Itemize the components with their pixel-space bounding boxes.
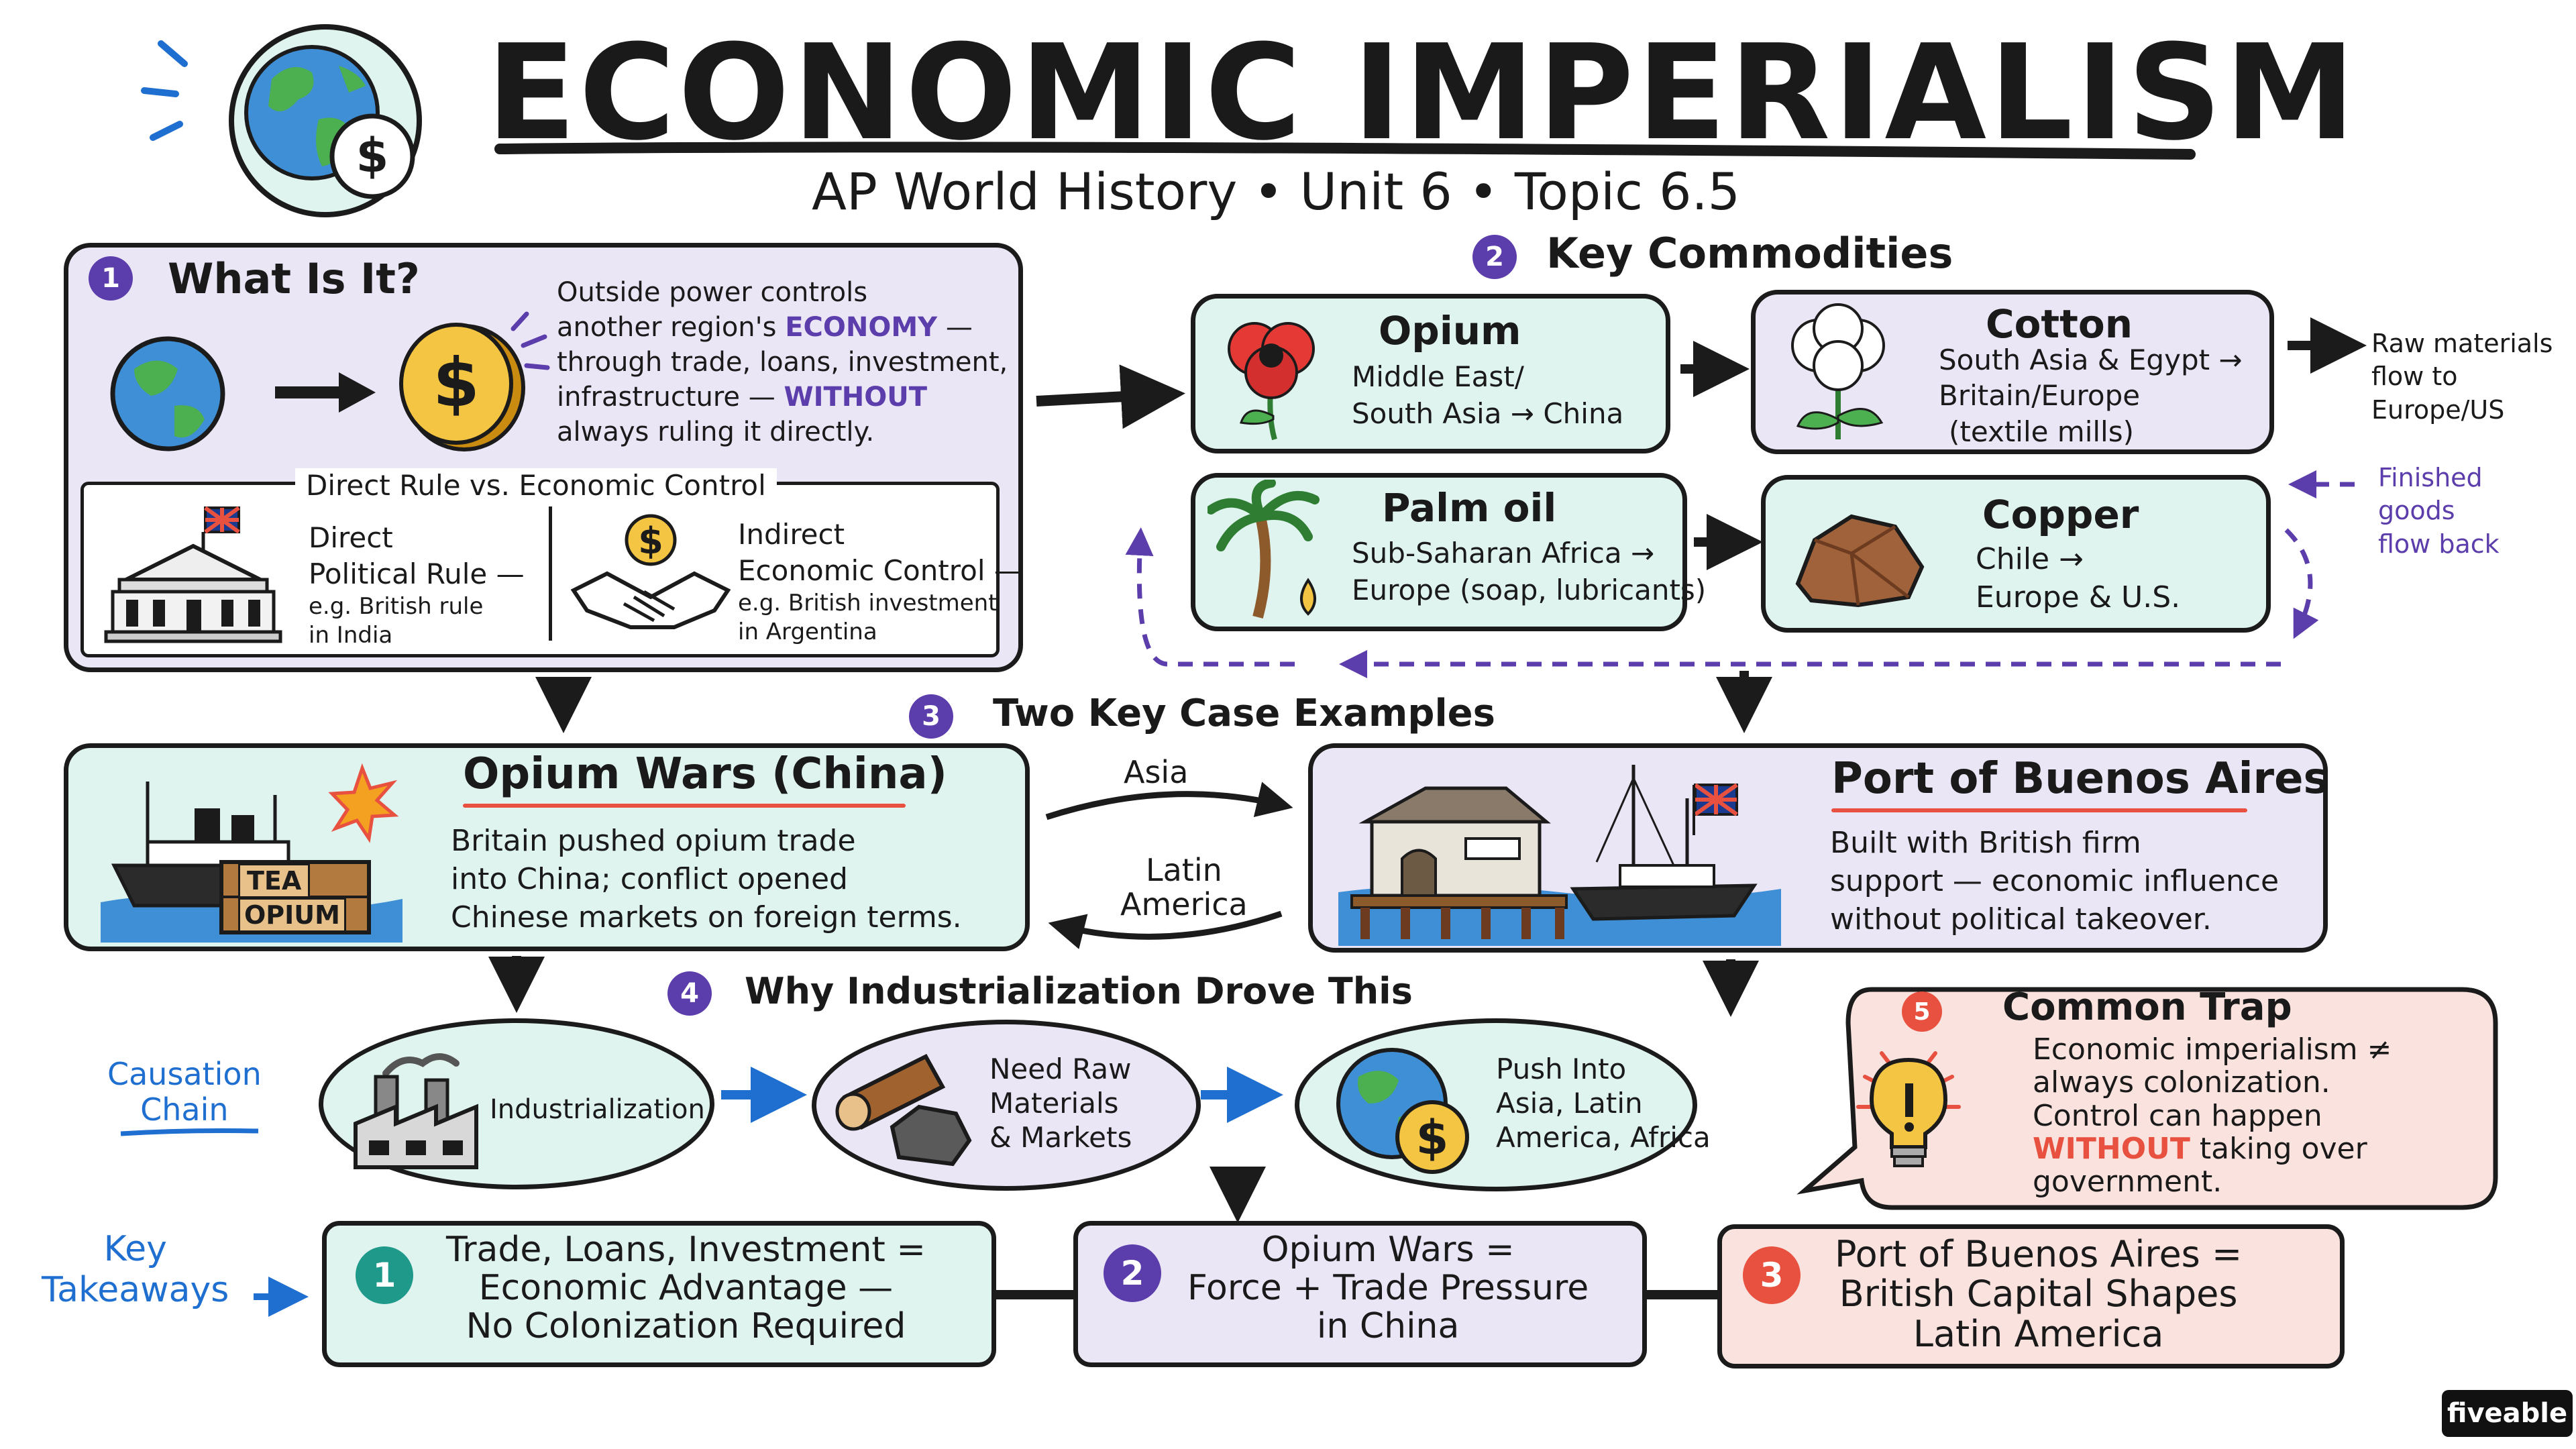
takeaway-2-card (1073, 1221, 1647, 1367)
takeaway-1-card (322, 1221, 996, 1367)
desc-line-5: always ruling it directly. (557, 417, 875, 447)
what-is-it-heading: What Is It? (168, 254, 420, 303)
section-2-number: 2 (1472, 235, 1517, 279)
commodity-opium-name: Opium (1379, 308, 1521, 354)
desc-line-4: infrastructure — WITHOUT (557, 382, 928, 413)
common-trap-heading: Common Trap (2002, 985, 2292, 1029)
opium-wars-title-underline (463, 804, 906, 808)
cotton-icon (1791, 303, 1885, 439)
desc-line-3: through trade, loans, investment, (557, 347, 1008, 378)
commodity-copper-route: Chile → Europe & U.S. (1976, 542, 2181, 615)
section-1-number: 1 (89, 256, 133, 301)
comparison-title: Direct Rule vs. Economic Control (295, 468, 777, 503)
commodity-palm-oil-route: Sub-Saharan Africa → Europe (soap, lubri… (1352, 537, 1707, 606)
commodity-cotton-route: South Asia & Egypt → Britain/Europe (tex… (1939, 343, 2243, 448)
indirect-control-text: Indirect Economic Control — e.g. British… (738, 518, 1022, 646)
factory-icon (354, 1053, 478, 1169)
crate-label-tea: TEA (238, 863, 311, 899)
poppy-icon (1228, 322, 1315, 441)
lightbulb-icon (1856, 1051, 1961, 1167)
svg-text:$: $ (638, 520, 663, 562)
handshake-icon: $ (570, 514, 731, 629)
common-trap-text: Economic imperialism ≠ always colonizati… (2033, 1032, 2392, 1199)
chain-node-push-into-label: Push Into Asia, Latin America, Africa (1496, 1053, 1711, 1155)
arrow-label-asia: Asia (1124, 754, 1189, 790)
page-subtitle: AP World History • Unit 6 • Topic 6.5 (812, 162, 1740, 221)
raw-materials-icon (835, 1054, 972, 1167)
svg-text:$: $ (1416, 1110, 1449, 1165)
buenos-aires-title-underline (1831, 808, 2247, 812)
buenos-aires-description: Built with British firm support — econom… (1830, 826, 2279, 937)
opium-wars-title: Opium Wars (China) (463, 749, 947, 799)
fiveable-logo: fiveable (2442, 1390, 2573, 1437)
takeaway-1-text: Trade, Loans, Investment = Economic Adva… (446, 1230, 926, 1347)
crate-label-opium: OPIUM (238, 898, 346, 933)
comparison-divider (549, 506, 552, 641)
section-4-number: 4 (667, 971, 712, 1016)
arrow-right-icon (275, 372, 376, 413)
desc-line-2: another region's ECONOMY — (557, 312, 973, 343)
government-building-icon (104, 506, 282, 643)
industrialization-heading: Why Industrialization Drove This (745, 970, 1413, 1012)
takeaway-2-number: 2 (1104, 1244, 1161, 1302)
key-takeaways-label: Key Takeaways (42, 1229, 229, 1311)
direct-rule-text: Direct Political Rule — e.g. British rul… (309, 521, 525, 649)
globe-dollar-icon: $ (1336, 1048, 1469, 1174)
page-title: ECONOMIC IMPERIALISM (486, 17, 2359, 170)
takeaway-3-card (1717, 1224, 2345, 1368)
buenos-aires-title: Port of Buenos Aires (1831, 754, 2329, 804)
opium-wars-description: Britain pushed opium trade into China; c… (451, 824, 962, 935)
commodities-heading: Key Commodities (1546, 229, 1953, 278)
desc-line-1: Outside power controls (557, 277, 868, 308)
arrow-label-latin-america: Latin America (1120, 852, 1248, 922)
svg-text:$: $ (356, 128, 389, 183)
causation-chain-label: Causation Chain (107, 1056, 262, 1128)
common-trap-bubble (1796, 987, 2498, 1210)
port-warehouse-ship-icon (1338, 765, 1781, 946)
finished-goods-flow-note: Finished goods flow back (2378, 463, 2500, 559)
section-3-number: 3 (909, 694, 953, 739)
commodity-palm-oil-name: Palm oil (1382, 485, 1557, 531)
copper-ore-icon (1795, 514, 1925, 608)
dollar-coin-icon: $ (399, 311, 550, 451)
commodity-cotton-name: Cotton (1986, 301, 2133, 347)
takeaway-3-number: 3 (1743, 1246, 1801, 1304)
takeaway-3-text: Port of Buenos Aires = British Capital S… (1835, 1233, 2243, 1355)
globe-icon (110, 336, 225, 451)
globe-dollar-logo-icon: $ (229, 24, 422, 217)
svg-text:$: $ (433, 343, 480, 422)
raw-materials-flow-note: Raw materials flow to Europe/US (2371, 329, 2553, 425)
takeaway-1-number: 1 (356, 1246, 413, 1304)
chain-node-industrialization-label: Industrialization (490, 1094, 705, 1125)
cases-heading: Two Key Case Examples (993, 692, 1495, 735)
takeaway-2-text: Opium Wars = Force + Trade Pressure in C… (1187, 1230, 1589, 1347)
commodity-opium-route: Middle East/ South Asia → China (1352, 360, 1624, 430)
commodity-copper-name: Copper (1982, 492, 2139, 537)
what-is-it-description: Outside power controls another region's … (557, 275, 1008, 449)
palm-tree-icon (1208, 480, 1320, 619)
chain-node-raw-materials-label: Need Raw Materials & Markets (989, 1053, 1132, 1155)
section-5-number: 5 (1902, 991, 1942, 1032)
